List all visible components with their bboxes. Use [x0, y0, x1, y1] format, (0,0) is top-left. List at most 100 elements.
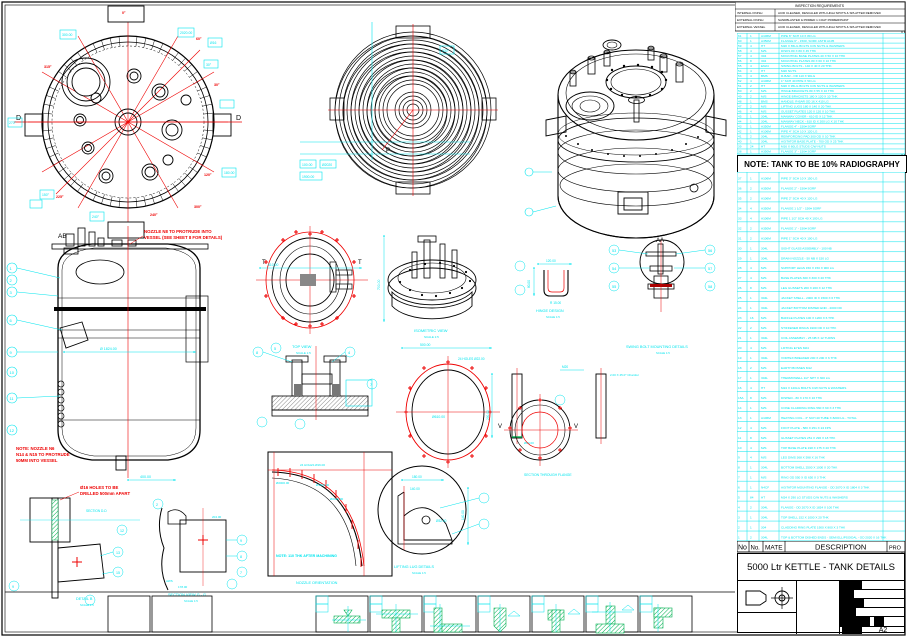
svg-text:Ø80.00: Ø80.00 — [524, 441, 534, 445]
parts-row-qty: 4 — [750, 276, 752, 280]
parts-row-material: A106M — [761, 216, 771, 220]
parts-row-item: 61 — [738, 34, 742, 38]
parts-row-item: 55 — [738, 64, 742, 68]
parts-row-item: 54 — [738, 69, 742, 73]
parts-row-item: 50 — [738, 89, 742, 93]
parts-row-qty: 1 — [750, 150, 752, 154]
parts-row-item: 19 — [738, 356, 742, 360]
parts-row-description: PIPE 1 1/2" SCH 40 X 100 LG — [781, 216, 823, 220]
parts-row-item: 1 — [738, 536, 740, 540]
parts-row-item: 24 — [738, 306, 742, 310]
parts-row-item: 27 — [738, 276, 742, 280]
parts-row-description: PIPE 4" SCH 10 X 120 LG — [781, 130, 818, 134]
parts-row-description: LEG DIMS 368 X 598 X 16 THK — [781, 456, 826, 460]
label-nozzle-flange: NOZZLE ORIENTATION — [296, 581, 338, 585]
svg-text:315°: 315° — [44, 65, 52, 69]
parts-row-material: A106M — [761, 79, 771, 83]
svg-text:120°: 120° — [204, 173, 212, 177]
parts-row-qty: 2 — [750, 94, 752, 98]
parts-row-item: 11 — [738, 436, 741, 440]
parts-row-qty: 4 — [750, 74, 752, 78]
parts-row-item: 20 — [738, 346, 742, 350]
parts-row-item: 32 — [738, 226, 742, 230]
parts-row-material: 304L — [761, 306, 768, 310]
parts-row-item: 53 — [738, 74, 742, 78]
svg-text:30°: 30° — [214, 83, 220, 87]
parts-row-description: TOP BASE PLATE 198 X 175 X 20 THK — [781, 446, 837, 450]
parts-row-item: 7 — [738, 476, 740, 480]
parts-row-material: HT — [761, 69, 765, 73]
svg-text:12: 12 — [10, 428, 15, 433]
svg-text:6: 6 — [10, 318, 13, 323]
parts-row-qty: 4 — [750, 386, 752, 390]
parts-row-description: 1" SCH 40 PIPE X 50 LG — [781, 79, 816, 83]
parts-row-material: EN24 — [761, 64, 769, 68]
parts-row-qty: 1 — [750, 130, 752, 134]
parts-row-description: PIPE 2" SCH 40 X 120 LG — [781, 196, 818, 200]
label-top-view: TOP VIEW — [292, 344, 312, 349]
annotation-nozzle-50mm: NOTE: NOZZLE N6 N14 & N15 TO PROTRUDE 50… — [16, 446, 70, 463]
parts-row-qty: 1 — [750, 486, 752, 490]
svg-text:NOTE: NOZZLE N6: NOTE: NOZZLE N6 — [16, 446, 55, 451]
section-mark-aa: AA — [656, 238, 664, 244]
parts-row-item: 12 — [738, 426, 742, 430]
parts-row-qty: 8 — [750, 436, 752, 440]
parts-row-qty: 2 — [750, 226, 752, 230]
parts-row-material: M/S — [761, 346, 767, 350]
parts-row-item: 9 — [738, 456, 740, 460]
parts-row-description: FLANGE 3" - 150# SORF — [781, 150, 816, 154]
view-isometric-subassembly: ISOMETRIC VIEW SCALE 1:5 — [387, 235, 477, 339]
parts-row-description: M20 X 95LG BOLTS C/W NUTS & WASHERS — [781, 84, 845, 88]
parts-row-material: 304L — [761, 114, 768, 118]
parts-row-material: A106M — [761, 416, 771, 420]
parts-row-description: HINGE BRACKETS 80 X 55 X 10 THK — [781, 89, 835, 93]
label-section-dd: SECTION D-D — [86, 509, 107, 513]
parts-row-item: 58 — [738, 49, 742, 53]
svg-text:2020.00: 2020.00 — [180, 31, 192, 35]
parts-row-qty: 1 — [750, 140, 752, 144]
parts-row-material: M/S — [761, 286, 767, 290]
parts-row-item: 22 — [738, 326, 742, 330]
svg-text:15: 15 — [116, 571, 120, 575]
parts-row-material: HT — [761, 386, 765, 390]
svg-text:Ø1900.00: Ø1900.00 — [316, 483, 330, 487]
parts-row-item: 29 — [738, 256, 742, 260]
parts-row-description: GUSSET PLATES 120 X 120 X 10 THK — [781, 109, 836, 113]
projection-symbol-cell — [738, 581, 797, 634]
view-flange-section-assembly: 85 47 — [252, 342, 378, 430]
parts-row-material: HT — [761, 84, 765, 88]
view-dished-end-quadrant: 24 HOLES Ø16.00 Ø1900.00 Ø2020.00 Ø2000.… — [267, 451, 393, 585]
parts-row-material: A106M — [761, 176, 771, 180]
parts-row-description: M16 X 60LG STUDS C/W NUTS — [781, 145, 826, 149]
parts-row-description: DISKS 80 X 80 X 45 THK — [781, 49, 817, 53]
svg-text:700.00: 700.00 — [377, 280, 381, 290]
inspection-header: INSPECTION REQUIREMENTS — [795, 4, 845, 8]
parts-row-description: SIGHT GLASS ASSEMBLY - 100 NB — [781, 246, 832, 250]
parts-row-qty: 8 — [750, 59, 752, 63]
parts-row-description: FLANGE 6" - 150#, SORF ASTM A105 — [781, 39, 834, 43]
parts-row-material: BMS — [761, 99, 768, 103]
svg-text:204.00: 204.00 — [212, 515, 222, 519]
parts-row-material: 304L — [761, 119, 768, 123]
svg-text:50MM INTO VESSEL: 50MM INTO VESSEL — [16, 458, 58, 463]
parts-row-item: 14 — [738, 406, 742, 410]
parts-row-qty: 1 — [750, 516, 752, 520]
svg-text:53: 53 — [612, 249, 616, 253]
parts-row-qty: 2 — [750, 89, 752, 93]
parts-row-description: PIPE 6" SCH 10 X 80 LG — [781, 34, 816, 38]
parts-row-material: 304L — [761, 135, 768, 139]
svg-text:55: 55 — [612, 285, 616, 289]
svg-text:Ø2020.00: Ø2020.00 — [330, 497, 344, 501]
label-hinge-design: HINGE DESIGN — [536, 309, 564, 313]
svg-text:180.00: 180.00 — [412, 475, 422, 479]
parts-row-description: DISHED - 80 X 170 X 16 THK — [781, 396, 823, 400]
parts-row-item: 26 — [738, 286, 742, 290]
svg-text:Ø16: Ø16 — [210, 41, 217, 45]
col-header-qty: No. — [751, 546, 761, 552]
parts-row-description: STIFFENER RINGS 1900 OD X 10 THK — [781, 326, 837, 330]
parts-row-qty: 2 — [750, 536, 752, 540]
parts-row-qty: 1 — [750, 119, 752, 123]
svg-text:330°: 330° — [442, 49, 450, 53]
parts-row-qty: 2 — [750, 196, 752, 200]
